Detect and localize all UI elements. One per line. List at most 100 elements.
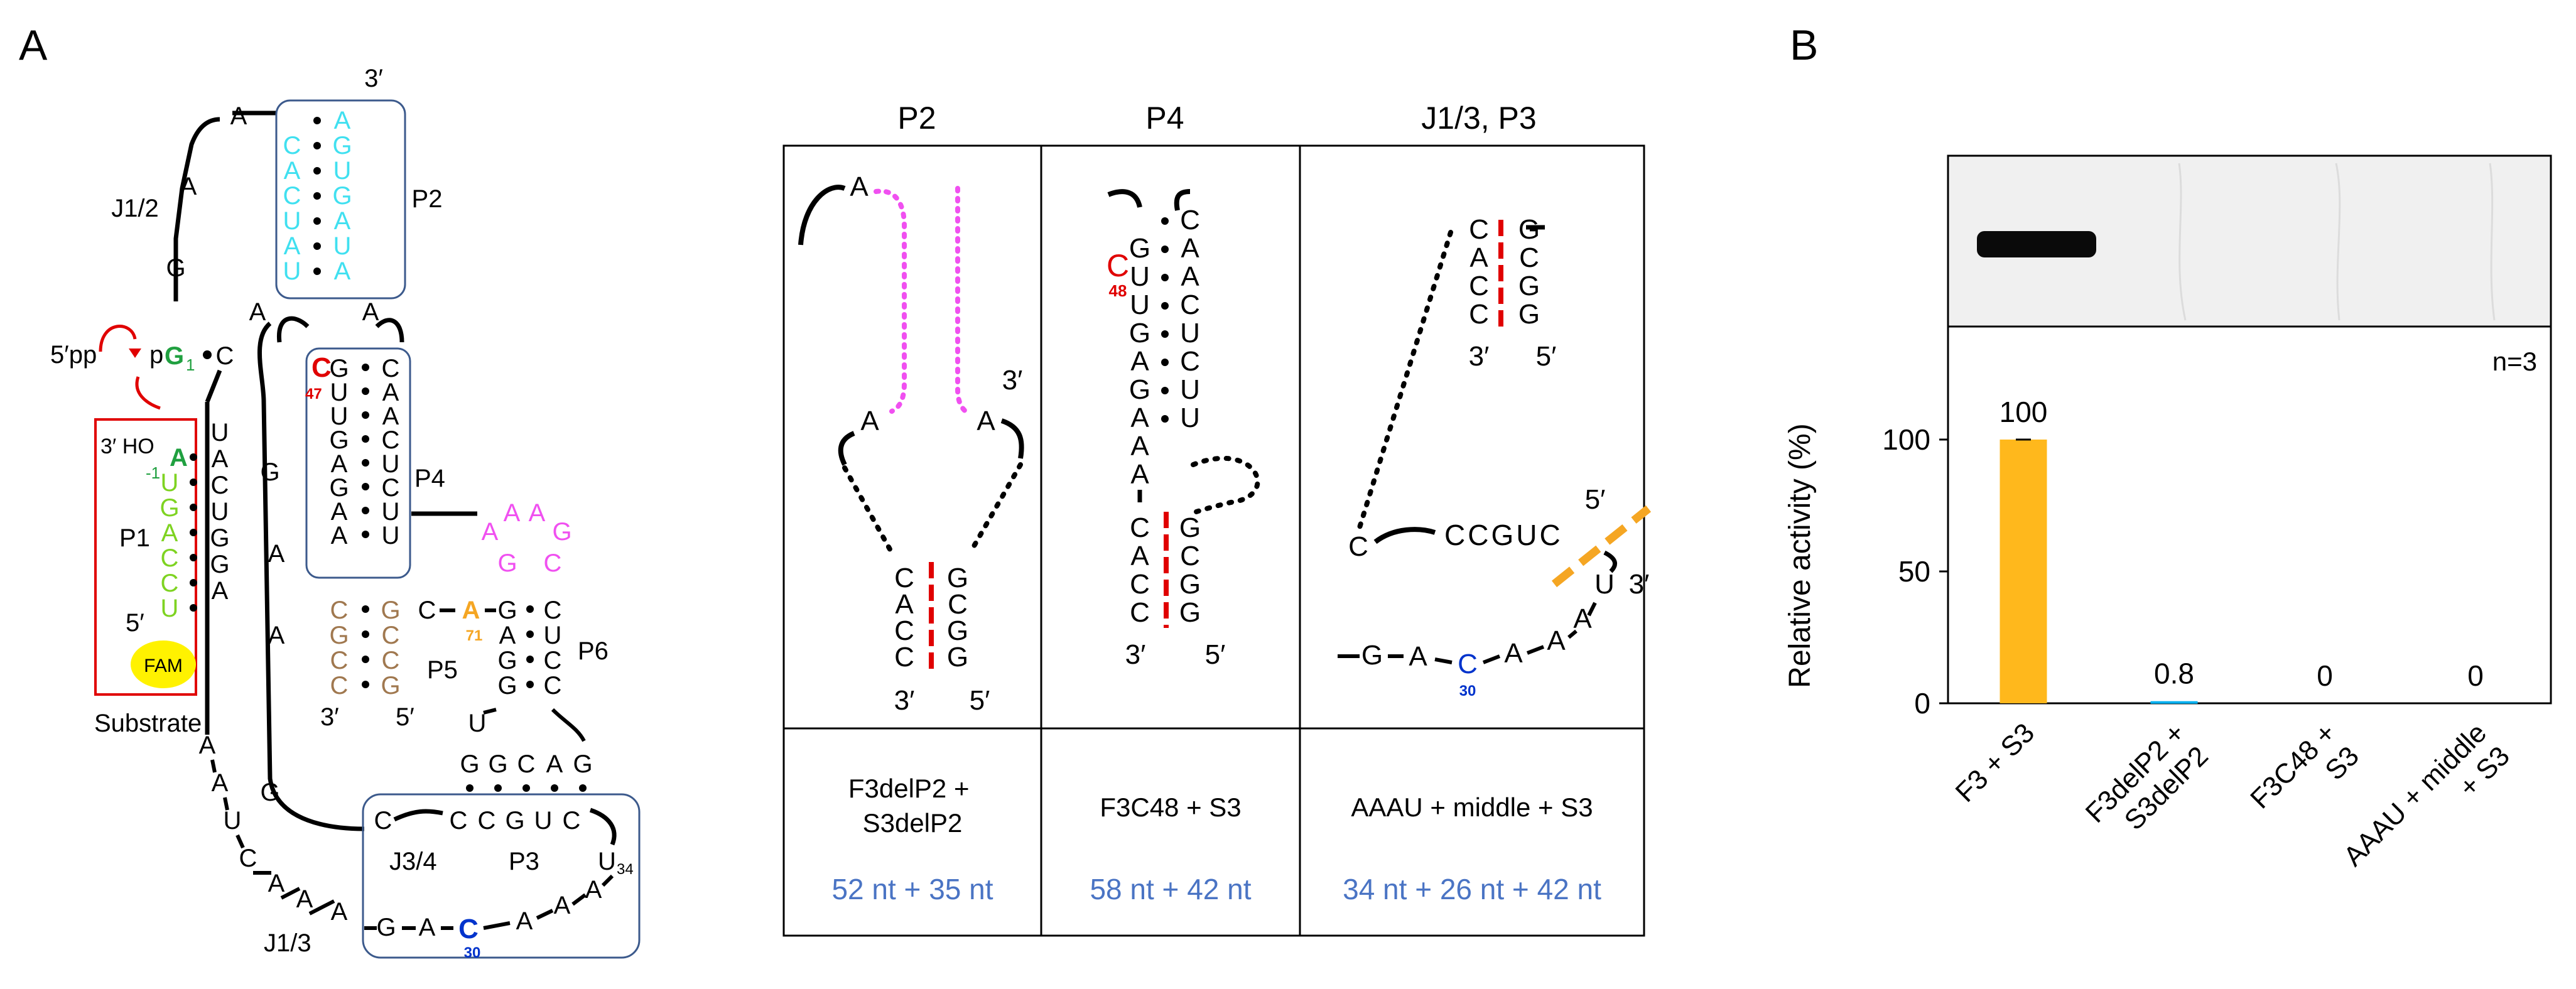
label-fam: FAM (144, 656, 183, 676)
nt-a-j23-left: A (249, 298, 266, 326)
label-p1: P1 (119, 524, 150, 552)
nt-p4m-left: A (1130, 431, 1149, 462)
pair-dot (190, 504, 197, 511)
nt-p4-right: C (382, 474, 400, 502)
pair-dot (1161, 274, 1169, 281)
pair-dot (190, 604, 197, 612)
bond-j13 (210, 759, 217, 773)
pair-dot (362, 656, 369, 663)
pair-dot (522, 784, 530, 792)
y-tick-label: 100 (1882, 423, 1930, 456)
nt-p3-top: G (573, 750, 592, 778)
nt-p6-left: G (497, 672, 517, 700)
length-1: 52 nt + 35 nt (831, 873, 993, 905)
nt-p6-right: U (544, 622, 562, 649)
nt-p4m-left: U (1130, 261, 1150, 292)
nt-p4m-bottom-left: A (1130, 541, 1149, 571)
label-p3: P3 (509, 848, 539, 875)
col-header-p4: P4 (1145, 100, 1184, 136)
backbone-j12 (173, 117, 220, 301)
nt-p1-ribozyme: C (211, 472, 229, 499)
backbone-j34 (393, 809, 443, 822)
nt-p3m-bottom: A (1409, 641, 1427, 672)
pair-dot (190, 453, 197, 461)
nt-p4m-bottom-right: G (1179, 597, 1201, 628)
nt-p1-ribozyme: G (210, 524, 229, 552)
label-j34: J3/4 (389, 848, 437, 875)
bar (2000, 440, 2047, 703)
p4m-label-5p: 5′ (1205, 639, 1226, 670)
nt-p2-right: U (333, 157, 352, 185)
bond-j13-bottom (483, 921, 511, 930)
nt-p4m-right: A (1181, 261, 1199, 292)
bond-j13 (223, 797, 229, 811)
construct-name-1-line1: F3delP2 + (848, 774, 970, 803)
nt-g-bottom: G (260, 779, 279, 806)
nt-p2-right: G (332, 182, 352, 210)
bond-j13 (280, 887, 301, 900)
nt-j13-bottom: G (376, 914, 396, 941)
nt-g1: G (165, 342, 184, 370)
p4m-nt-a: A (1130, 459, 1149, 490)
p3-pair-dots (466, 784, 587, 792)
nt-p4m-bottom-left: C (1130, 597, 1150, 628)
construct-name-2: F3C48 + S3 (1100, 792, 1241, 822)
nt-p1-substrate: G (160, 494, 179, 522)
p2-hook-left (838, 431, 855, 466)
y-tick-label: 0 (1914, 687, 1930, 720)
nt-p3-top: C (517, 750, 536, 778)
nt-j13-bottom: A (585, 876, 602, 904)
nt-p6-right: C (544, 597, 562, 624)
nt-p2-stem-left: A (895, 589, 914, 620)
p3m-nt-u: U (1594, 569, 1615, 600)
nt-p4m-bottom-right: G (1179, 569, 1201, 600)
nt-p6-loop: A (482, 518, 499, 546)
p2-box (275, 99, 406, 300)
nt-p3m-top-left: C (1469, 214, 1489, 245)
nt-c30-number: 30 (464, 944, 481, 961)
nt-p3-bottom: U (534, 807, 553, 835)
bond-p6-right (551, 708, 586, 742)
p1-pair-dots (190, 453, 197, 612)
nt-p1-ribozyme: U (211, 498, 229, 526)
nt-j13: A (212, 769, 229, 797)
nt-j13-bottom: A (554, 892, 571, 919)
nt-p2-right: A (334, 107, 351, 134)
pair-dot (190, 529, 197, 536)
pair-dot (362, 364, 369, 371)
nt-p1-ribozyme: A (212, 445, 229, 473)
nt-p2-stem-right: G (947, 615, 968, 646)
nt-j13: A (268, 870, 285, 897)
nt-p2-left: C (283, 132, 301, 159)
col-header-j13p3: J1/3, P3 (1421, 100, 1536, 136)
nt-p4m-bottom-right: G (1179, 512, 1201, 543)
nt-p2-right: A (334, 207, 351, 235)
pair-dot (1161, 217, 1169, 225)
p2-hook-right (1000, 418, 1024, 459)
nt-p4m-right: U (1180, 403, 1200, 433)
gel-streak-3 (2489, 163, 2496, 321)
nt-p6-loop: G (497, 549, 517, 577)
nt-p4-right: C (382, 355, 400, 382)
p2-nt-a3: A (977, 406, 995, 436)
pair-dot (362, 531, 369, 538)
construct-name-1: F3delP2 + S3delP2 (848, 774, 977, 838)
nt-p3-bottom: G (505, 807, 524, 835)
nt-p1-substrate: U (161, 469, 179, 497)
bond-p3m-bottom (1587, 602, 1597, 617)
bond-j13-bottom (571, 893, 587, 906)
nt-p4-left: A (331, 522, 348, 549)
nt-a-j12: A (180, 173, 197, 200)
nt-p2-stem-left: C (894, 642, 914, 673)
